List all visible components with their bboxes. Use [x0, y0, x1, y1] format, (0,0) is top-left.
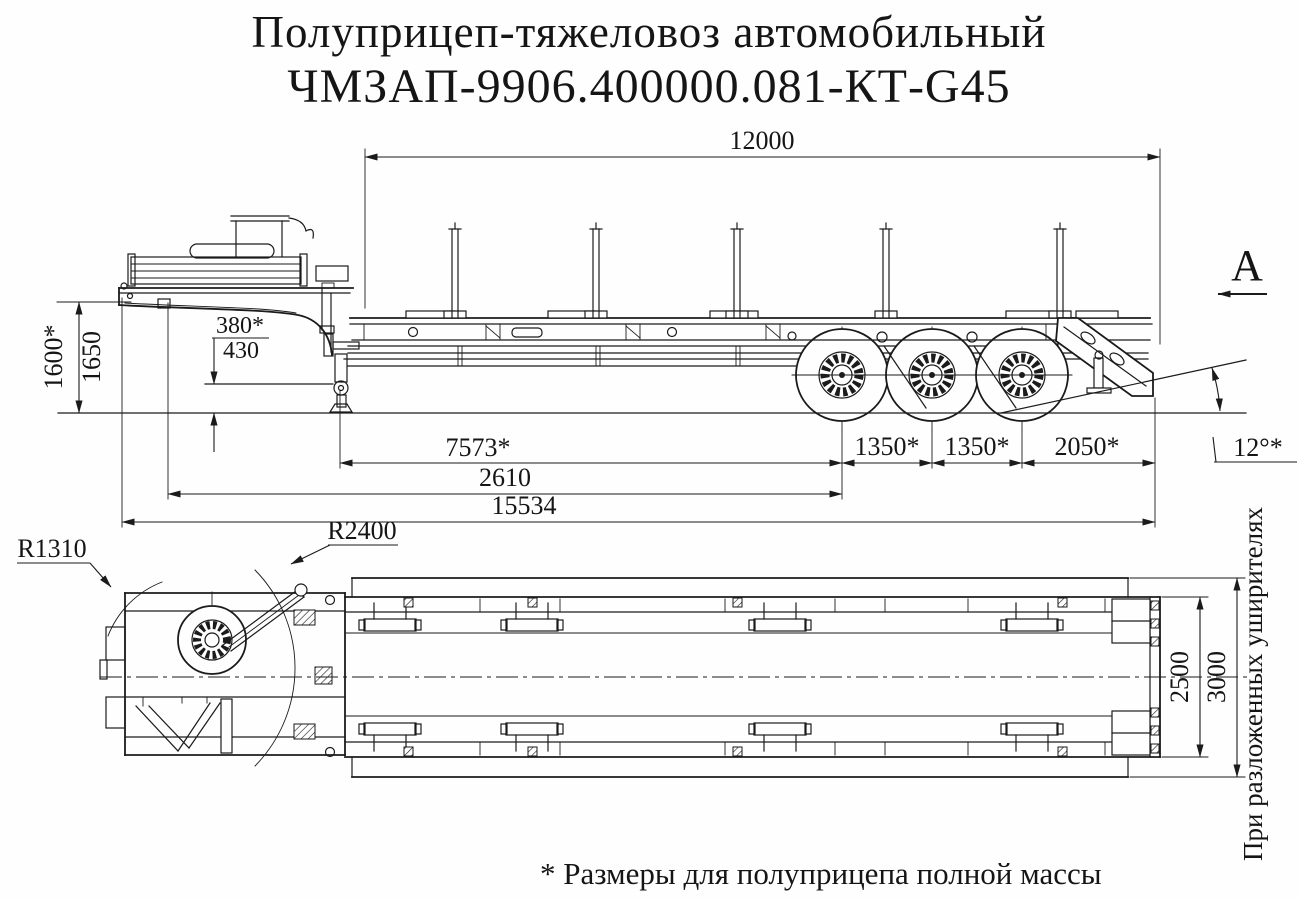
dim-platform-width: 2500 — [1161, 596, 1209, 758]
pocket-top-4 — [1000, 602, 1064, 632]
dim-swing-radius: R2400 — [254, 516, 398, 767]
gooseneck-side — [118, 215, 360, 413]
dim-ramp-angle: 12°* — [1211, 367, 1297, 463]
landing-leg — [328, 353, 354, 413]
dim-kingpin-to-axle: 7573* — [339, 433, 843, 467]
rear-overhang-label: 2050* — [1055, 432, 1120, 461]
dim-front-radius: R1310 — [17, 534, 163, 637]
stake-5 — [1048, 222, 1072, 319]
dim-axle-spacing-2: 1350* — [931, 432, 1023, 467]
side-view: 12°* А 12000 1600* 1650 380* 430 — [39, 126, 1297, 528]
tarp-roll — [189, 243, 275, 259]
stake-3 — [725, 222, 749, 319]
platform-width-label: 2500 — [1165, 651, 1194, 703]
overall-length-label: 15534 — [492, 491, 557, 520]
stake-pockets — [358, 597, 1106, 757]
hydraulic-cylinder — [222, 583, 308, 652]
pocket-top-2 — [500, 602, 564, 632]
pocket-bottom-4 — [1000, 722, 1064, 752]
dim-axle-rows: 7573* 1350* 1350* 2050* 2610 15534 — [121, 297, 1156, 528]
cable-icon — [288, 217, 314, 239]
dim-height: 1600* 1650 — [39, 301, 132, 414]
tie-ring — [407, 326, 419, 338]
wideners-note: При разложенных уширителях — [1238, 506, 1268, 861]
footnote: * Размеры для полуприцепа полной массы — [540, 856, 1102, 891]
axle-spacing-1-label: 1350* — [855, 432, 920, 461]
platform-length-label: 12000 — [730, 126, 795, 155]
overall-width-label: 3000 — [1202, 651, 1231, 703]
pocket-top-1 — [358, 602, 422, 632]
front-radius-label: R1310 — [17, 534, 86, 563]
tie-ring — [666, 326, 678, 338]
front-bumper — [105, 626, 126, 661]
dim-platform-length: 12000 — [364, 126, 1161, 345]
pocket-bottom-2 — [500, 722, 564, 752]
v-brace — [135, 696, 221, 752]
dim-overall-width: 3000 — [1129, 577, 1246, 778]
swing-radius-label: R2400 — [327, 516, 396, 545]
dim-axle-spacing-1: 1350* — [841, 432, 933, 467]
toolbox — [130, 256, 302, 285]
pocket-bottom-3 — [748, 722, 812, 752]
dim-rear-overhang: 2050* — [1021, 432, 1156, 467]
ramp-angle-label: 12°* — [1233, 433, 1282, 462]
view-a-label: А — [1231, 241, 1263, 290]
height-laden-label: 1600* — [39, 325, 68, 390]
neck-clearance-unladen-label: 430 — [223, 338, 259, 364]
dim-neck-clearance: 380* 430 — [210, 313, 269, 452]
front-to-kingpin-label: 2610 — [479, 463, 531, 492]
pocket-top-3 — [748, 602, 812, 632]
gooseneck-plan — [99, 583, 346, 758]
stake-1 — [443, 222, 467, 319]
ramp-blocks — [1111, 598, 1160, 756]
stakes — [443, 222, 1072, 319]
kingpin-to-axle-label: 7573* — [446, 433, 511, 462]
title-line-2: ЧМЗАП-9906.400000.081-КТ-G45 — [287, 60, 1010, 113]
junction-box — [315, 265, 349, 282]
title-block: Полуприцеп-тяжеловоз автомобильный ЧМЗАП… — [252, 7, 1047, 113]
plan-view: R1310 R2400 2500 3000 При разложенных уш… — [17, 506, 1268, 861]
title-line-1: Полуприцеп-тяжеловоз автомобильный — [252, 7, 1047, 57]
axle-spacing-2-label: 1350* — [945, 432, 1010, 461]
turntable — [177, 591, 247, 675]
dim-front-to-kingpin: 2610 — [167, 463, 843, 498]
neck-clearance-laden-label: 380* — [216, 313, 264, 339]
height-unladen-label: 1650 — [77, 331, 106, 383]
dim-overall-length: 15534 — [121, 491, 1156, 526]
stake-2 — [584, 222, 608, 319]
view-a-marker: А — [1217, 241, 1267, 298]
wheel-1 — [791, 326, 893, 431]
ramp-angle-line — [1000, 359, 1247, 414]
stake-4 — [874, 222, 898, 319]
rear-ramp — [1055, 317, 1154, 397]
wheel-2 — [881, 326, 983, 431]
deck — [349, 310, 1153, 341]
front-bumper — [105, 696, 126, 729]
